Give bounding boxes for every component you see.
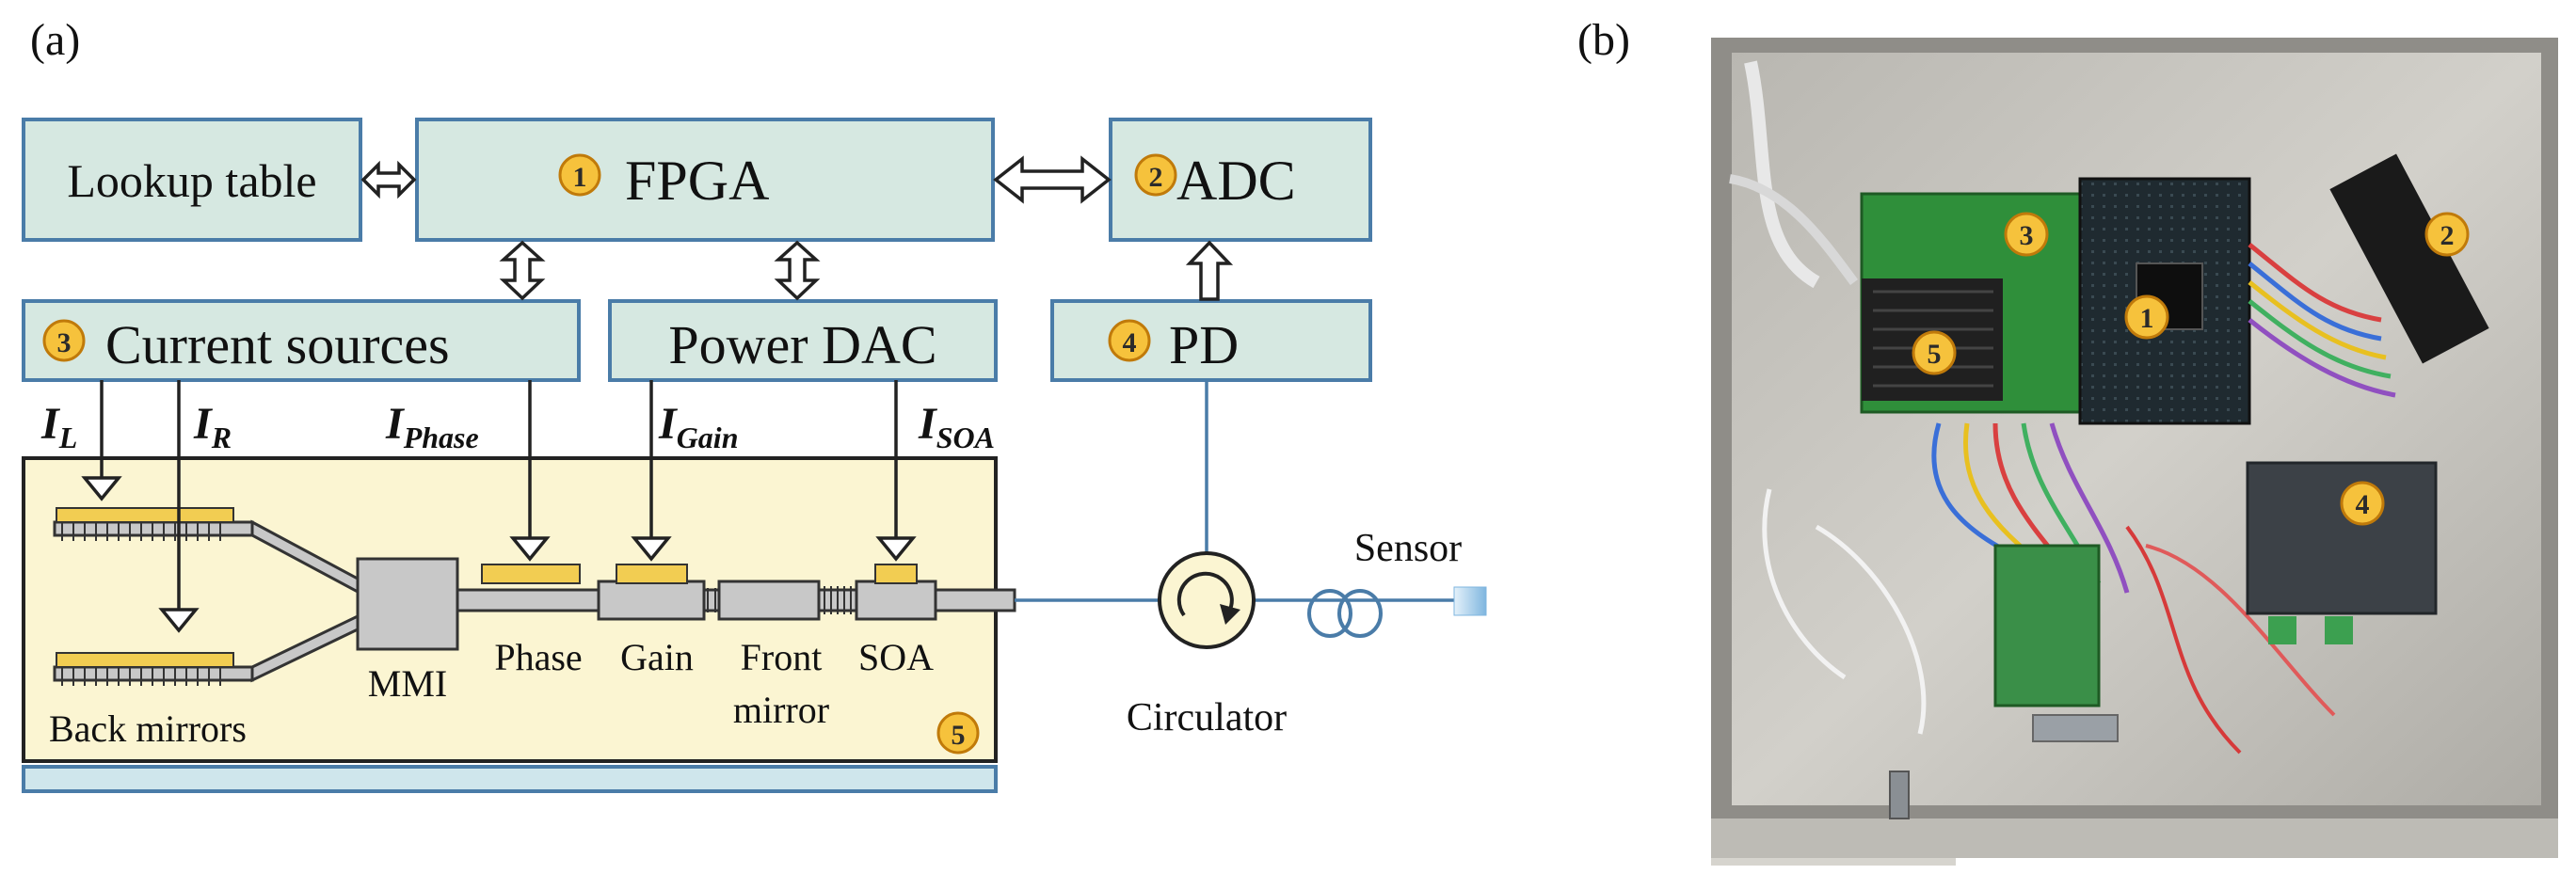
fpga-adc-arrow [993,155,1112,204]
fiber-coil-icon [1307,589,1383,638]
svg-text:2: 2 [1149,162,1163,193]
front-mirror-label-1: Front [741,636,823,678]
photo-driver-pcb [1993,544,2101,707]
photo-fpga-board [2078,177,2251,425]
photo-marker-3: 3 [2004,212,2049,257]
waveguides [53,517,1016,686]
pd-adc-arrow [1185,240,1234,301]
current-sources-label: Current sources [105,314,450,375]
electrode-soa [874,564,918,584]
adc-block: 2 ADC [1109,118,1372,242]
panel-b-label: (b) [1577,15,1630,65]
pd-badge [1108,319,1151,362]
fpga-label: FPGA [625,150,769,212]
electrode-gain [616,564,688,584]
pd-label: PD [1169,314,1239,375]
adc-label: ADC [1176,150,1296,212]
lookup-table-label: Lookup table [67,154,316,207]
current-igain-label: IGain [658,399,738,454]
sensor-icon [1453,586,1487,616]
photo-adc-board [2329,153,2489,364]
svg-text:4: 4 [1123,327,1137,358]
sensor-label: Sensor [1354,527,1462,570]
lookup-fpga-arrow [360,160,417,199]
photo-marker-4: 4 [2340,481,2385,526]
fpga-badge [558,153,601,197]
gain-label: Gain [620,636,694,678]
fpga-current-sources-arrow [499,240,546,301]
electrode-left-lower [56,652,234,668]
power-dac-block: Power DAC [608,299,998,382]
photo-marker-1: 1 [2124,294,2169,340]
photo-marker-5: 5 [1912,330,1957,375]
electrode-left-upper [56,507,234,523]
svg-text:4: 4 [2356,489,2370,520]
fpga-power-dac-arrow [774,240,821,301]
front-mirror-label-2: mirror [733,689,829,731]
current-ir-label: IR [193,399,232,454]
mmi-label: MMI [368,662,447,705]
current-isoa-label: ISOA [918,399,995,454]
photo-pd-box [2246,461,2438,615]
adc-badge [1134,153,1177,197]
phase-section [597,580,706,621]
svg-text:3: 3 [57,327,72,358]
back-mirrors-label: Back mirrors [49,707,247,750]
phase-label: Phase [494,636,582,678]
circulator-icon [1158,551,1256,649]
photo-marker-2: 2 [2424,212,2470,257]
svg-text:3: 3 [2020,220,2034,251]
power-dac-label: Power DAC [668,314,936,375]
fpga-block: 1 FPGA [415,118,995,242]
chip-badge [936,711,980,755]
svg-text:1: 1 [573,162,587,193]
current-lines [81,380,917,633]
mmi-block [356,557,459,651]
soa-section [855,580,937,621]
svg-text:1: 1 [2140,303,2154,334]
current-sources-block: 3 Current sources [22,299,581,382]
gain-section [717,580,821,621]
soa-label: SOA [858,636,934,678]
svg-text:2: 2 [2440,220,2455,251]
panel-a-label: (a) [30,15,80,65]
electrode-phase [481,564,581,584]
current-iphase-label: IPhase [385,399,479,454]
hardware-photo [1711,38,2558,866]
current-sources-badge [42,319,86,362]
chip-substrate [22,765,998,793]
pd-block: 4 PD [1050,299,1372,382]
circulator-label: Circulator [1127,696,1287,739]
svg-text:5: 5 [1928,339,1942,370]
current-il-label: IL [40,399,77,454]
svg-text:5: 5 [952,720,966,751]
lookup-table-block: Lookup table [22,118,362,242]
